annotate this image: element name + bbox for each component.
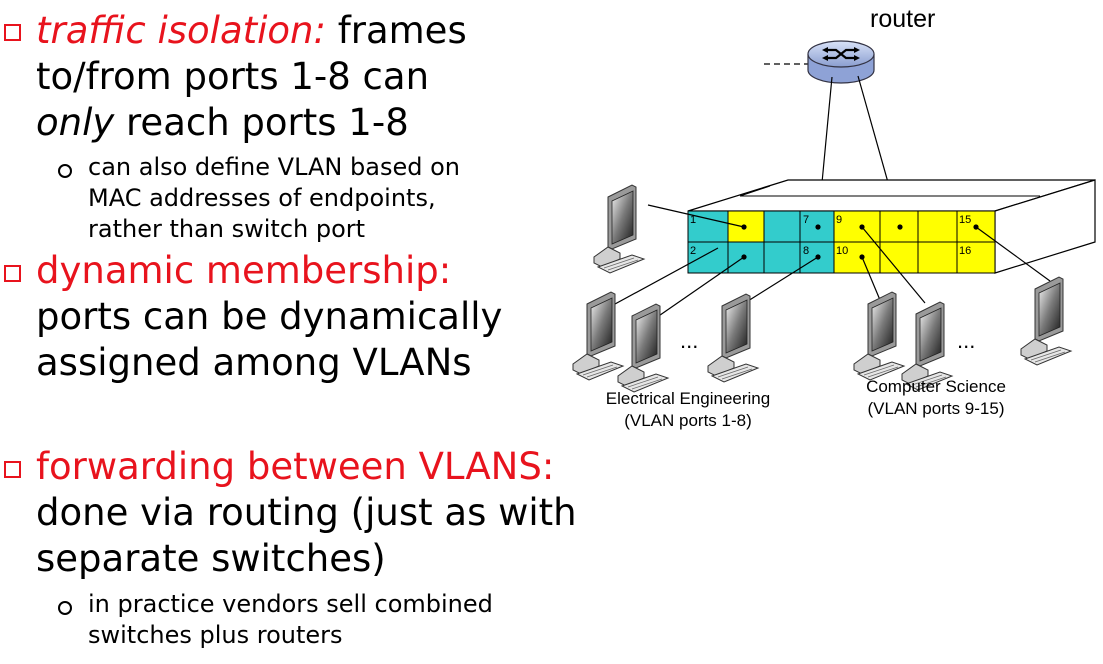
bullet-2-line-2: ports can be dynamically xyxy=(36,295,503,338)
port-label-2: 2 xyxy=(690,245,696,257)
port-label-8: 8 xyxy=(803,245,809,257)
host-computer-ee-2 xyxy=(572,291,624,381)
host-computer-ee-4 xyxy=(707,293,759,383)
bullet-1-rest: frames xyxy=(325,9,467,52)
router-label: router xyxy=(870,5,935,33)
port-label-10: 10 xyxy=(836,245,848,257)
ee-group-name: Electrical Engineering xyxy=(606,389,770,408)
sub-bullet-3-line-2: switches plus routers xyxy=(88,621,343,649)
bullet-1-line-3: only reach ports 1-8 xyxy=(36,101,409,144)
port-label-16: 16 xyxy=(959,245,971,257)
port-label-15: 15 xyxy=(959,214,971,226)
sub-bullet-1-line-2: MAC addresses of endpoints, xyxy=(88,184,436,212)
router-icon xyxy=(807,40,875,84)
only-emphasis: only xyxy=(36,101,115,144)
sub-bullet-1-line-3: rather than switch port xyxy=(88,215,366,243)
bullet-1-line-2: to/from ports 1-8 can xyxy=(36,55,430,98)
cs-group-ports: (VLAN ports 9-15) xyxy=(868,399,1005,418)
bullet-square-2 xyxy=(4,265,21,282)
bullet-3-line-3: separate switches) xyxy=(36,537,386,580)
host-computer-ee-1 xyxy=(593,184,645,274)
port-label-1: 1 xyxy=(690,214,696,226)
ellipsis-cs: ... xyxy=(957,328,975,353)
dynamic-membership-term: dynamic membership: xyxy=(36,249,452,292)
slide-text: traffic isolation: frames to/from ports … xyxy=(4,9,577,649)
sub-bullet-circle-1 xyxy=(58,164,72,178)
sub-bullet-3-line-1: in practice vendors sell combined xyxy=(88,590,493,618)
host-computer-ee-3 xyxy=(617,303,669,393)
cs-group-name: Computer Science xyxy=(866,377,1006,396)
port-label-9: 9 xyxy=(836,214,842,226)
host-computer-cs-1 xyxy=(853,291,905,381)
bullet-1-line-3-rest: reach ports 1-8 xyxy=(114,101,409,144)
bullet-2-line-3: assigned among VLANs xyxy=(36,341,472,384)
host-computer-cs-3 xyxy=(1020,276,1072,366)
ee-group-ports: (VLAN ports 1-8) xyxy=(624,411,752,430)
vlan-switch xyxy=(687,179,1096,274)
host-cables xyxy=(603,204,1051,323)
bullet-1-line-1: traffic isolation: frames xyxy=(36,9,467,52)
sub-bullet-circle-2 xyxy=(58,601,72,615)
sub-bullet-1-line-1: can also define VLAN based on xyxy=(88,153,460,181)
bullet-square-1 xyxy=(4,24,21,41)
bullet-3-line-2: done via routing (just as with xyxy=(36,491,577,534)
bullet-square-3 xyxy=(4,461,21,478)
traffic-isolation-term: traffic isolation: xyxy=(36,9,326,52)
ellipsis-ee: ... xyxy=(680,328,698,353)
forwarding-between-vlans-term: forwarding between VLANS: xyxy=(36,445,555,488)
port-label-7: 7 xyxy=(803,214,809,226)
